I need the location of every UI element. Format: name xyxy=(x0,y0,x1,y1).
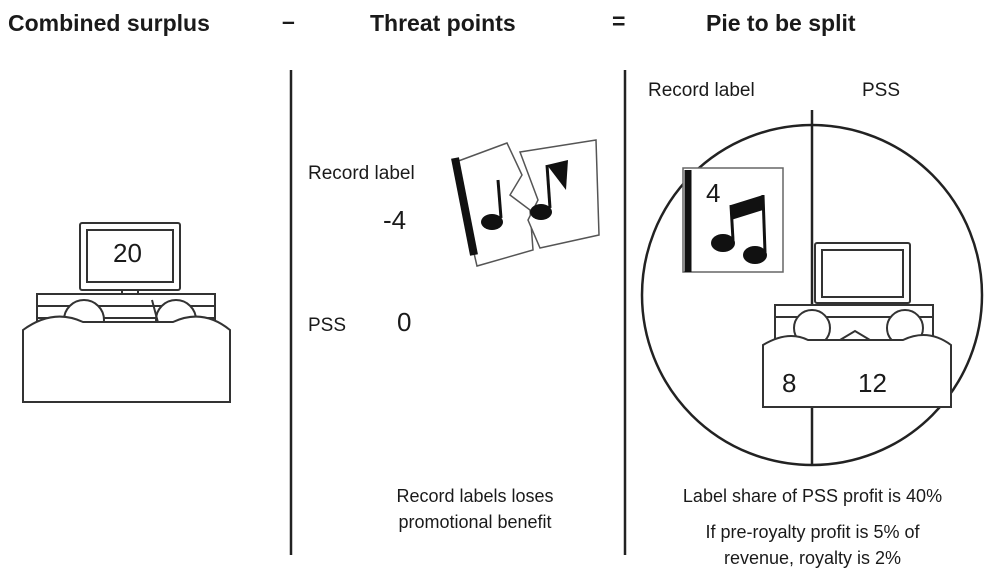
pie-label-split-value: 8 xyxy=(782,368,797,398)
threat-pss-value: 0 xyxy=(397,307,412,337)
pie-pss-label: PSS xyxy=(862,80,901,101)
music-note-box-icon xyxy=(682,167,784,273)
header-pie-to-be-split: Pie to be split xyxy=(706,10,856,36)
header-equals: = xyxy=(612,8,626,34)
pie-note-royalty-line1: If pre-royalty profit is 5% of xyxy=(705,522,920,542)
pie-circle xyxy=(640,110,984,467)
threat-note-line2: promotional benefit xyxy=(398,512,552,532)
pie-note: Label share of PSS profit is 40% If pre-… xyxy=(640,483,985,571)
torn-music-sheet-icon xyxy=(451,139,600,267)
pie-pss-split-value: 12 xyxy=(858,368,887,398)
threat-record-label-value: -4 xyxy=(383,205,407,235)
threat-pss-label: PSS xyxy=(308,315,347,336)
pie-note-royalty-line2: revenue, royalty is 2% xyxy=(723,548,902,568)
people-at-computer-icon xyxy=(22,222,231,403)
header-threat-points: Threat points xyxy=(370,10,516,36)
threat-note: Record labels loses promotional benefit xyxy=(355,483,595,535)
combined-surplus-value: 20 xyxy=(113,238,142,268)
header-minus: – xyxy=(282,8,295,34)
pie-people-at-computer-icon xyxy=(762,242,952,408)
threat-record-label: Record label xyxy=(308,163,415,184)
pie-note-share: Label share of PSS profit is 40% xyxy=(682,486,943,506)
header-combined-surplus: Combined surplus xyxy=(8,10,210,36)
pie-music-value: 4 xyxy=(706,178,721,208)
pie-record-label: Record label xyxy=(648,80,755,101)
threat-note-line1: Record labels loses xyxy=(396,486,554,506)
